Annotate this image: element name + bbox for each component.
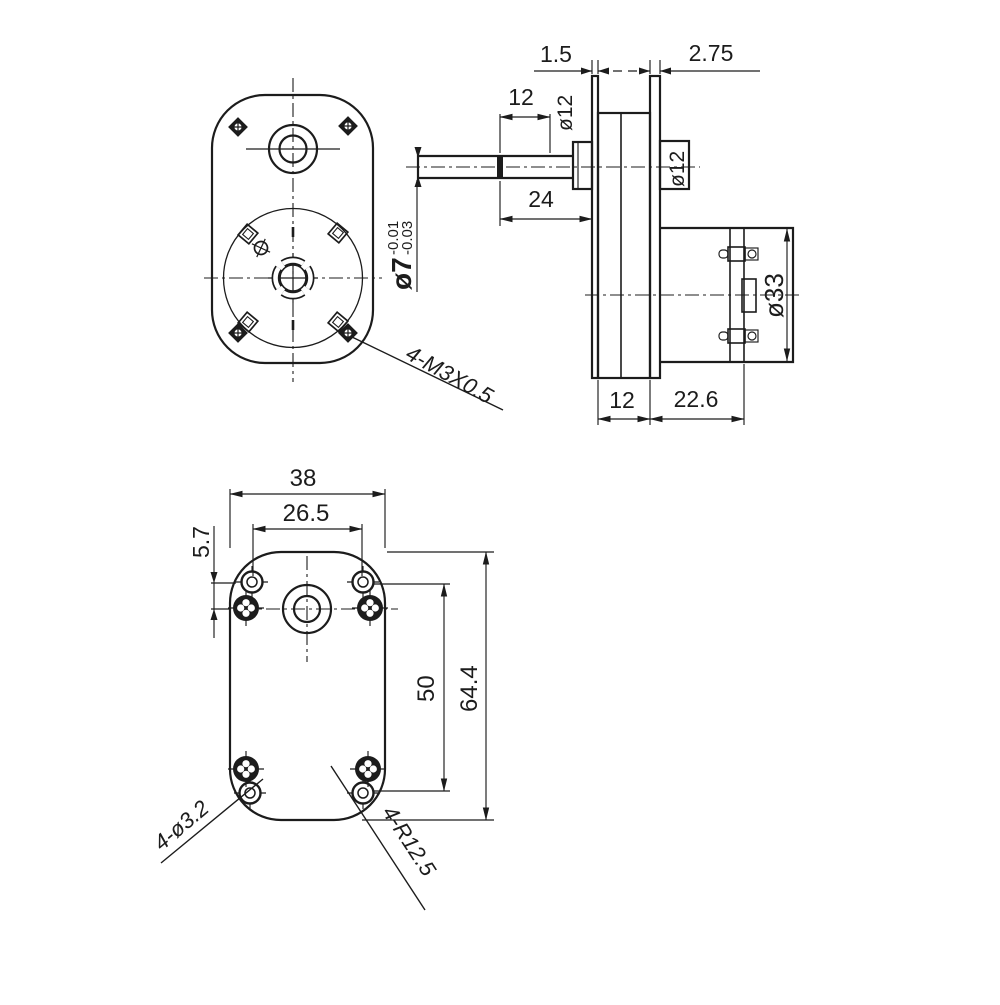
- hub-arc-slots: [271, 256, 315, 300]
- dim-rear-plate-thickness: 2.75: [689, 40, 734, 66]
- mount-face-outline: [228, 550, 387, 822]
- mount-holes: [228, 590, 388, 787]
- front-view: 4-M3X0.5: [204, 78, 504, 411]
- rear-plate: [648, 74, 662, 380]
- hole-span-dim: 50: [374, 583, 450, 792]
- dim-hole-span-vertical: 50: [413, 675, 440, 702]
- dim-shaft-tol-lower: -0.03: [399, 221, 416, 255]
- body-height-dim: 64.4: [362, 551, 494, 821]
- mount-hole-leader: [160, 778, 264, 864]
- center-hub: [268, 253, 318, 303]
- dim-shaft-tol-upper: -0.01: [385, 221, 402, 255]
- thread-callout-leader: [351, 336, 504, 411]
- hole-spacing-dim: 26.5: [252, 500, 363, 576]
- output-shaft: [416, 154, 573, 180]
- dim-shaft-flat-length: 12: [508, 84, 534, 110]
- corner-screws: [228, 116, 358, 343]
- shaft-dia-dim: ø7 -0.01 -0.03: [385, 147, 422, 292]
- gear-cluster-circle: [222, 207, 364, 349]
- dim-shaft-protrusion: 24: [528, 186, 554, 212]
- output-shaft-bore: [246, 123, 340, 175]
- shaft-flat-dim: 12: [499, 84, 551, 153]
- side-view: ø33 1.5 2.75 12 24: [385, 40, 802, 425]
- shaft-step-ring: [497, 156, 503, 178]
- dim-hole-offset: 5.7: [188, 526, 214, 558]
- body-width-dim: 38: [229, 465, 386, 548]
- dim-front-boss-dia: ø12: [554, 95, 577, 131]
- front-bearing-boss: [571, 140, 594, 191]
- bottom-view: 38 26.5 5.7 50: [149, 465, 494, 911]
- gearbox-body: [596, 111, 652, 380]
- output-shaft-circle-inner: [292, 594, 322, 624]
- square-holes: [236, 221, 350, 334]
- bottom-width-dims: 12 22.6: [597, 364, 745, 425]
- dim-gearbox-width: 12: [609, 387, 635, 413]
- dim-rear-boss-dia: ø12: [666, 151, 689, 187]
- dim-motor-dia: ø33: [759, 273, 789, 318]
- rear-bearing-boss: [658, 139, 691, 191]
- motor-connector-block: [741, 278, 757, 313]
- internal-screw: [251, 238, 271, 258]
- thread-callout-label: 4-M3X0.5: [402, 340, 498, 408]
- dim-cover-plate-thickness: 1.5: [540, 41, 572, 67]
- tapped-holes: [234, 566, 379, 809]
- corner-radius-leader: [330, 765, 426, 911]
- motor-terminal-bottom: [718, 328, 759, 344]
- shaft-protrusion-dim: 24: [499, 181, 593, 226]
- hole-offset-dim: 5.7: [188, 526, 236, 638]
- motor-body: [660, 226, 795, 364]
- dim-body-width: 38: [290, 465, 317, 492]
- plate-thickness-dims: 1.5 2.75: [534, 40, 760, 75]
- dim-shaft-dia: ø7: [386, 257, 417, 290]
- corner-radius-callout: 4-R12.5: [377, 801, 441, 881]
- motor-terminal-top: [718, 246, 759, 262]
- output-shaft-circle-outer: [281, 583, 333, 635]
- dim-motor-length: 22.6: [674, 386, 719, 412]
- dim-body-height: 64.4: [456, 665, 483, 712]
- dim-hole-spacing: 26.5: [283, 500, 330, 527]
